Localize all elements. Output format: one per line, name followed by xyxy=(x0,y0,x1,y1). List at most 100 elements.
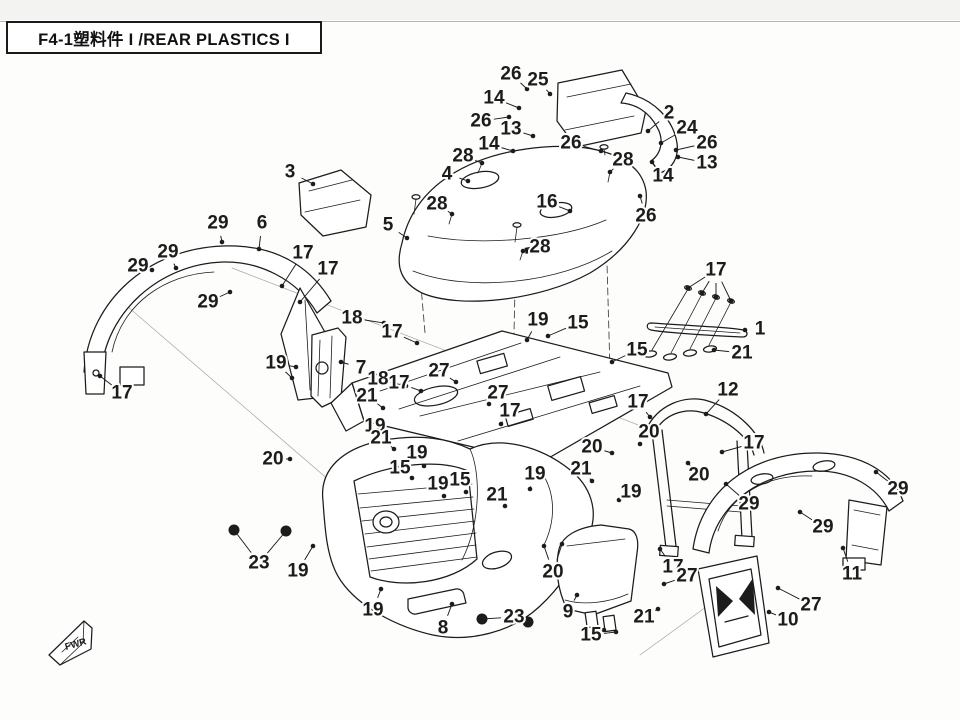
callout-14: 14 xyxy=(649,159,676,189)
svg-text:25: 25 xyxy=(527,70,549,91)
svg-text:7: 7 xyxy=(356,358,367,379)
callout-23: 23 xyxy=(479,605,531,630)
svg-text:17: 17 xyxy=(705,260,726,281)
svg-text:5: 5 xyxy=(383,215,394,236)
top-rule xyxy=(0,21,960,22)
svg-text:9: 9 xyxy=(563,602,574,623)
svg-text:15: 15 xyxy=(580,625,602,646)
deck-panel xyxy=(330,330,673,481)
callout-24: 24 xyxy=(658,116,700,146)
callout-17: 17 xyxy=(625,390,653,420)
svg-text:21: 21 xyxy=(731,343,753,364)
svg-text:23: 23 xyxy=(248,553,269,574)
fwr-direction-icon: FWR xyxy=(48,620,93,666)
callout-17: 17 xyxy=(379,320,420,346)
callout-26: 26 xyxy=(498,62,530,92)
callout-26: 26 xyxy=(673,131,720,156)
svg-text:29: 29 xyxy=(207,213,228,234)
part-21-washers xyxy=(642,345,718,361)
svg-text:19: 19 xyxy=(620,482,641,503)
svg-text:17: 17 xyxy=(499,401,520,422)
callout-29: 29 xyxy=(723,481,762,517)
svg-text:20: 20 xyxy=(581,437,602,458)
svg-text:15: 15 xyxy=(449,470,471,491)
callout-25: 25 xyxy=(525,68,553,97)
part-11-right-fender xyxy=(692,452,904,571)
svg-text:24: 24 xyxy=(676,118,698,139)
top-band xyxy=(0,0,960,20)
callout-9: 9 xyxy=(561,592,580,625)
callout-13: 13 xyxy=(498,117,536,142)
svg-text:29: 29 xyxy=(887,479,908,500)
svg-text:15: 15 xyxy=(567,313,589,334)
callout-14: 14 xyxy=(481,86,522,111)
svg-text:26: 26 xyxy=(635,206,656,227)
svg-text:29: 29 xyxy=(197,292,218,313)
svg-text:6: 6 xyxy=(257,213,268,234)
callout-10: 10 xyxy=(766,608,801,633)
callout-17: 17 xyxy=(279,241,316,289)
part-5-top-cover xyxy=(398,145,647,302)
svg-text:17: 17 xyxy=(743,433,764,454)
svg-text:17: 17 xyxy=(388,373,409,394)
callout-15: 15 xyxy=(545,311,591,339)
part-3-bracket xyxy=(298,169,372,237)
callout-6: 6 xyxy=(255,211,269,252)
callout-8: 8 xyxy=(436,601,455,641)
svg-text:17: 17 xyxy=(381,322,402,343)
svg-text:27: 27 xyxy=(800,595,821,616)
callout-26: 26 xyxy=(633,193,659,229)
svg-text:21: 21 xyxy=(633,607,655,628)
svg-text:3: 3 xyxy=(285,162,296,183)
page-title: F4-1塑料件 I /REAR PLASTICS I xyxy=(38,30,290,49)
svg-text:14: 14 xyxy=(652,166,674,187)
part-6-left-fender xyxy=(83,245,332,401)
callout-17: 17 xyxy=(657,546,686,580)
callout-28: 28 xyxy=(450,144,485,169)
callout-19: 19 xyxy=(404,441,430,469)
callout-20: 20 xyxy=(636,420,662,447)
svg-text:17: 17 xyxy=(317,259,338,280)
callout-19: 19 xyxy=(362,414,391,442)
callout-21: 21 xyxy=(484,483,510,509)
callout-17: 17 xyxy=(386,371,424,396)
svg-text:21: 21 xyxy=(356,386,378,407)
callout-26: 26 xyxy=(468,109,512,134)
svg-text:17: 17 xyxy=(111,383,132,404)
svg-text:28: 28 xyxy=(426,194,447,215)
callout-27: 27 xyxy=(775,585,824,618)
callout-18: 18 xyxy=(365,367,409,392)
callout-11: 11 xyxy=(840,545,864,587)
callout-28: 28 xyxy=(424,192,455,217)
part-9-mud-guard xyxy=(556,524,639,633)
svg-text:20: 20 xyxy=(638,422,659,443)
svg-text:20: 20 xyxy=(688,465,709,486)
svg-text:29: 29 xyxy=(127,256,148,277)
svg-text:21: 21 xyxy=(370,428,392,449)
part-1-rail-strip xyxy=(646,322,748,338)
callout-15: 15 xyxy=(447,468,473,495)
svg-text:19: 19 xyxy=(527,310,548,331)
callout-18: 18 xyxy=(339,306,387,331)
callout-27: 27 xyxy=(426,359,459,385)
svg-text:28: 28 xyxy=(452,146,473,167)
callout-29: 29 xyxy=(195,290,233,315)
callout-2: 2 xyxy=(645,101,676,134)
callout-20: 20 xyxy=(260,447,293,472)
svg-text:19: 19 xyxy=(427,474,448,495)
callout-21: 21 xyxy=(631,605,661,630)
callout-27: 27 xyxy=(661,564,700,589)
svg-text:18: 18 xyxy=(367,369,388,390)
callout-17: 17 xyxy=(497,399,523,427)
svg-text:10: 10 xyxy=(777,610,798,631)
svg-text:26: 26 xyxy=(500,64,521,85)
svg-text:20: 20 xyxy=(262,449,283,470)
svg-text:27: 27 xyxy=(676,566,697,587)
svg-text:1: 1 xyxy=(755,319,766,340)
svg-text:2: 2 xyxy=(664,103,675,124)
part-2-handle-frame xyxy=(620,92,678,174)
callout-23: 23 xyxy=(231,527,289,576)
callout-19: 19 xyxy=(263,351,299,381)
